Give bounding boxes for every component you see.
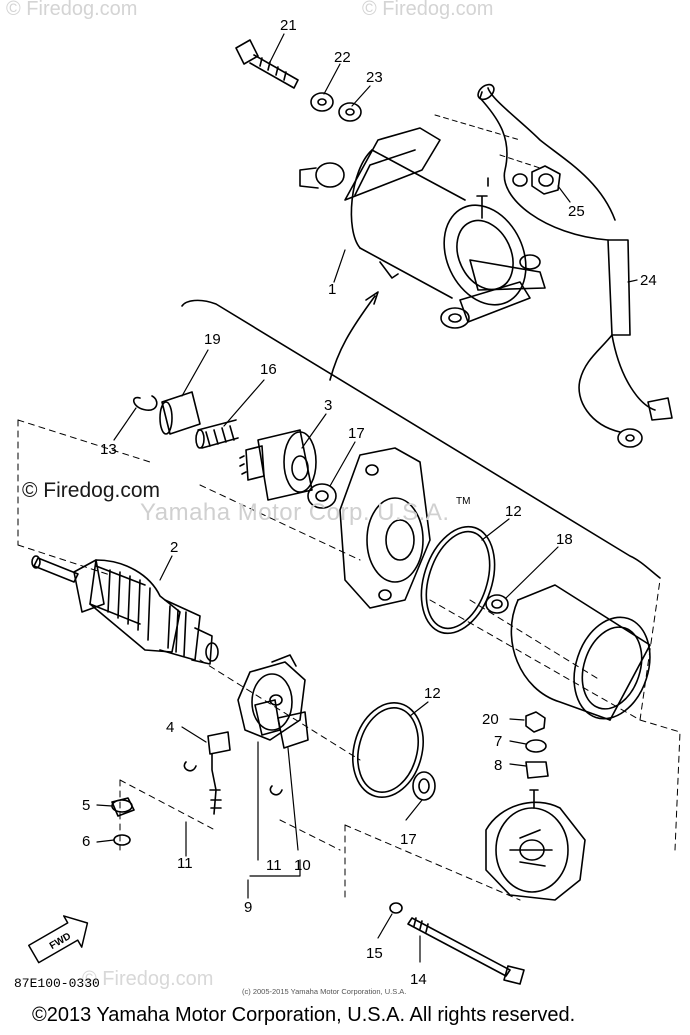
label-22: 22 [334,49,351,66]
washer-18 [485,594,509,614]
brush-plate [237,654,309,749]
watermark-bottom: © Firedog.com [82,968,214,990]
label-12-upper: 12 [505,503,522,520]
through-bolt-14 [407,917,525,985]
washer-6 [113,834,131,846]
watermark-top-right: © Firedog.com [362,0,494,20]
label-18: 18 [556,531,573,548]
brush-4 [207,731,231,815]
washer-17-top-hole [315,490,329,502]
nut-25-face [538,173,554,187]
footer-copyright: ©2013 Yamaha Motor Corporation, U.S.A. A… [32,1004,576,1026]
label-11-right: 11 [266,857,282,874]
label-17-top: 17 [348,425,365,442]
washer-17-lower-hole [418,778,430,794]
washer-15 [389,902,403,914]
label-3: 3 [324,397,332,414]
watermark-top-left: © Firedog.com [6,0,138,20]
starter-cable [477,83,673,448]
washer-22-hole [317,98,327,106]
washer-7 [525,739,547,753]
label-21: 21 [280,17,297,34]
label-8: 8 [494,757,502,774]
label-20: 20 [482,711,499,728]
label-6: 6 [82,833,90,850]
label-12-lower: 12 [424,685,441,702]
o-ring-12-lower [352,702,424,798]
drive-gear-3 [239,429,317,501]
forward-arrow: FWD [28,915,89,964]
nut-20 [525,711,546,733]
brush-spring-right [269,785,283,796]
washer-23-hole [345,108,355,116]
leader-lines [96,33,638,963]
label-17-lower: 17 [400,831,417,848]
label-24: 24 [640,272,657,289]
label-10: 10 [294,857,311,874]
diagram-code: 87E100-0330 [14,976,100,991]
front-cover [339,447,431,609]
label-19: 19 [204,331,221,348]
yoke-housing [510,584,651,721]
bolt-21 [235,39,299,89]
o-ring-12-lower-inner [357,706,419,794]
washer-18-hole [491,599,503,609]
label-tm: TM [456,496,470,507]
label-23: 23 [366,69,383,86]
nut-25 [531,165,561,195]
spring-16 [195,419,239,449]
washer-22 [310,92,334,112]
label-13: 13 [100,441,117,458]
washer-23 [338,102,362,122]
o-ring-12-upper [420,525,496,635]
brush-spring-left [183,761,197,772]
label-11-left: 11 [177,855,193,872]
label-9: 9 [244,899,252,916]
o-ring-12-upper-inner [425,530,491,630]
armature-2 [31,555,219,665]
washer-17-lower [412,771,436,801]
circlip-13 [133,395,158,411]
watermark-middle-center: Yamaha Motor Corp. U.S.A. [140,499,450,526]
callout-labels: 21 22 23 25 24 1 19 16 3 13 17 TM 12 2 1… [82,17,657,988]
label-14: 14 [410,971,427,988]
source-copyright: (c) 2005-2015 Yamaha Motor Corporation, … [242,987,407,996]
label-5: 5 [82,797,90,814]
washer-17-top [307,483,337,509]
label-1: 1 [328,281,336,298]
starter-motor-assembly [299,127,546,329]
washer-8 [525,761,549,779]
label-2: 2 [170,539,178,556]
label-4: 4 [166,719,174,736]
screw-5 [111,797,135,817]
sleeve-19 [159,391,201,435]
group-bracket-pointer [329,291,379,381]
label-15: 15 [366,945,383,962]
label-7: 7 [494,733,502,750]
label-16: 16 [260,361,277,378]
rear-cover [485,789,586,901]
watermark-middle-left: © Firedog.com [22,479,161,502]
group-bracket [181,299,661,579]
label-25: 25 [568,203,585,220]
top-guide-lines [434,114,541,169]
